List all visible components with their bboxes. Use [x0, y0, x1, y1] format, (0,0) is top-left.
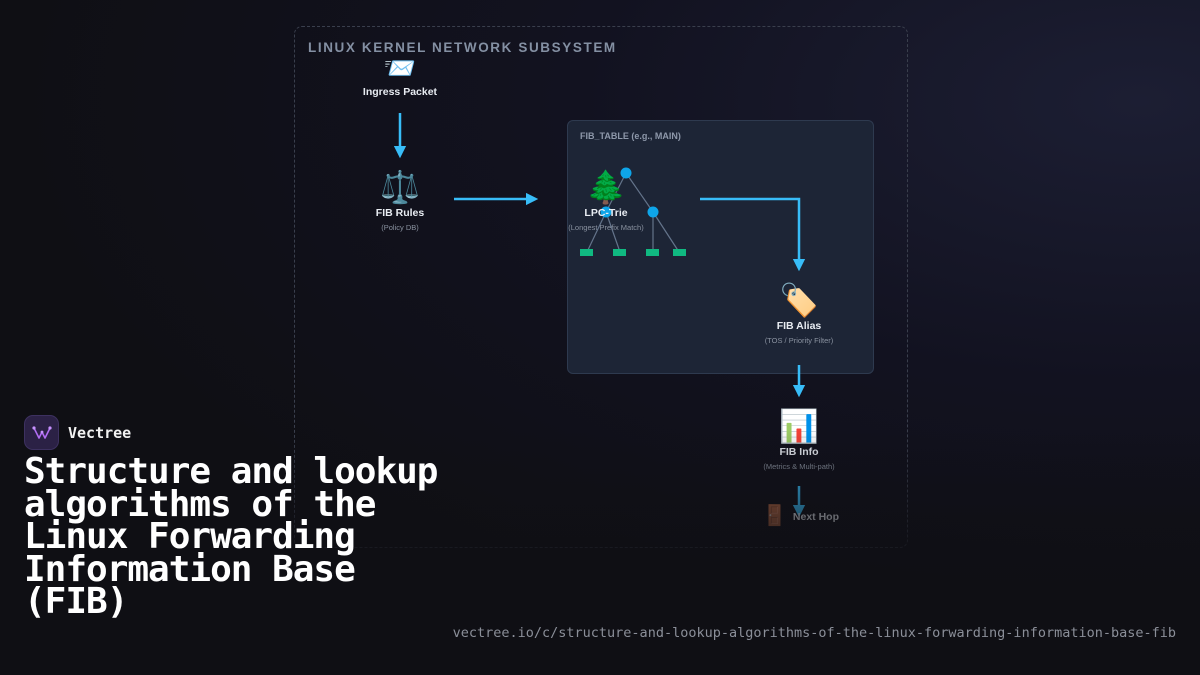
node-fib-info: 📊 FIB Info (Metrics & Multi-path) — [749, 408, 849, 471]
node-sublabel: (TOS / Priority Filter) — [764, 336, 834, 345]
tag-icon: 🏷️ — [779, 282, 819, 318]
node-label: FIB Info — [779, 446, 819, 458]
node-sublabel: (Metrics & Multi-path) — [763, 462, 835, 471]
brand[interactable]: Vectree — [24, 415, 131, 450]
node-label: Next Hop — [792, 510, 839, 523]
node-label: LPC-Trie — [584, 207, 628, 219]
node-lpc-trie: 🌲 LPC-Trie (Longest Prefix Match) — [556, 169, 656, 232]
trie-leaf — [580, 249, 593, 256]
node-label: Ingress Packet — [362, 86, 438, 98]
trie-edge — [605, 211, 621, 253]
vectree-logo-icon — [24, 415, 59, 450]
door-icon: 🚪 — [762, 505, 787, 527]
page-url[interactable]: vectree.io/c/structure-and-lookup-algori… — [452, 625, 1176, 641]
trie-edge — [586, 211, 607, 253]
brand-name: Vectree — [68, 423, 132, 442]
page-title: Structure and lookup algorithms of the L… — [24, 451, 438, 622]
tree-icon: 🌲 — [586, 169, 626, 205]
trie-graph — [580, 167, 686, 256]
node-sublabel: (Longest Prefix Match) — [568, 223, 644, 232]
node-label: FIB Alias — [776, 320, 822, 332]
node-ingress-packet: 📨 Ingress Packet — [352, 52, 448, 98]
trie-edge — [605, 172, 627, 213]
subsystem-title: LINUX KERNEL NETWORK SUBSYSTEM — [308, 40, 617, 55]
node-fib-alias: 🏷️ FIB Alias (TOS / Priority Filter) — [749, 282, 849, 345]
arrow-trie-to-alias — [700, 197, 806, 272]
node-fib-rules: ⚖️ FIB Rules (Policy DB) — [352, 169, 448, 232]
trie-inner-node — [647, 206, 659, 218]
trie-inner-node — [600, 206, 612, 218]
node-next-hop: 🚪 Next Hop — [762, 503, 862, 528]
trie-root-node — [620, 167, 632, 179]
node-label: FIB Rules — [375, 207, 425, 219]
trie-leaf — [673, 249, 686, 256]
trie-edge — [652, 211, 680, 253]
trie-edge — [625, 172, 654, 213]
fib-table-title: FIB_TABLE (e.g., MAIN) — [580, 131, 681, 141]
node-sublabel: (Policy DB) — [381, 223, 419, 232]
scales-icon: ⚖️ — [380, 169, 420, 205]
envelope-icon: 📨 — [383, 53, 417, 83]
bar-chart-icon: 📊 — [779, 408, 819, 444]
trie-leaf — [646, 249, 659, 256]
trie-leaf — [613, 249, 626, 256]
